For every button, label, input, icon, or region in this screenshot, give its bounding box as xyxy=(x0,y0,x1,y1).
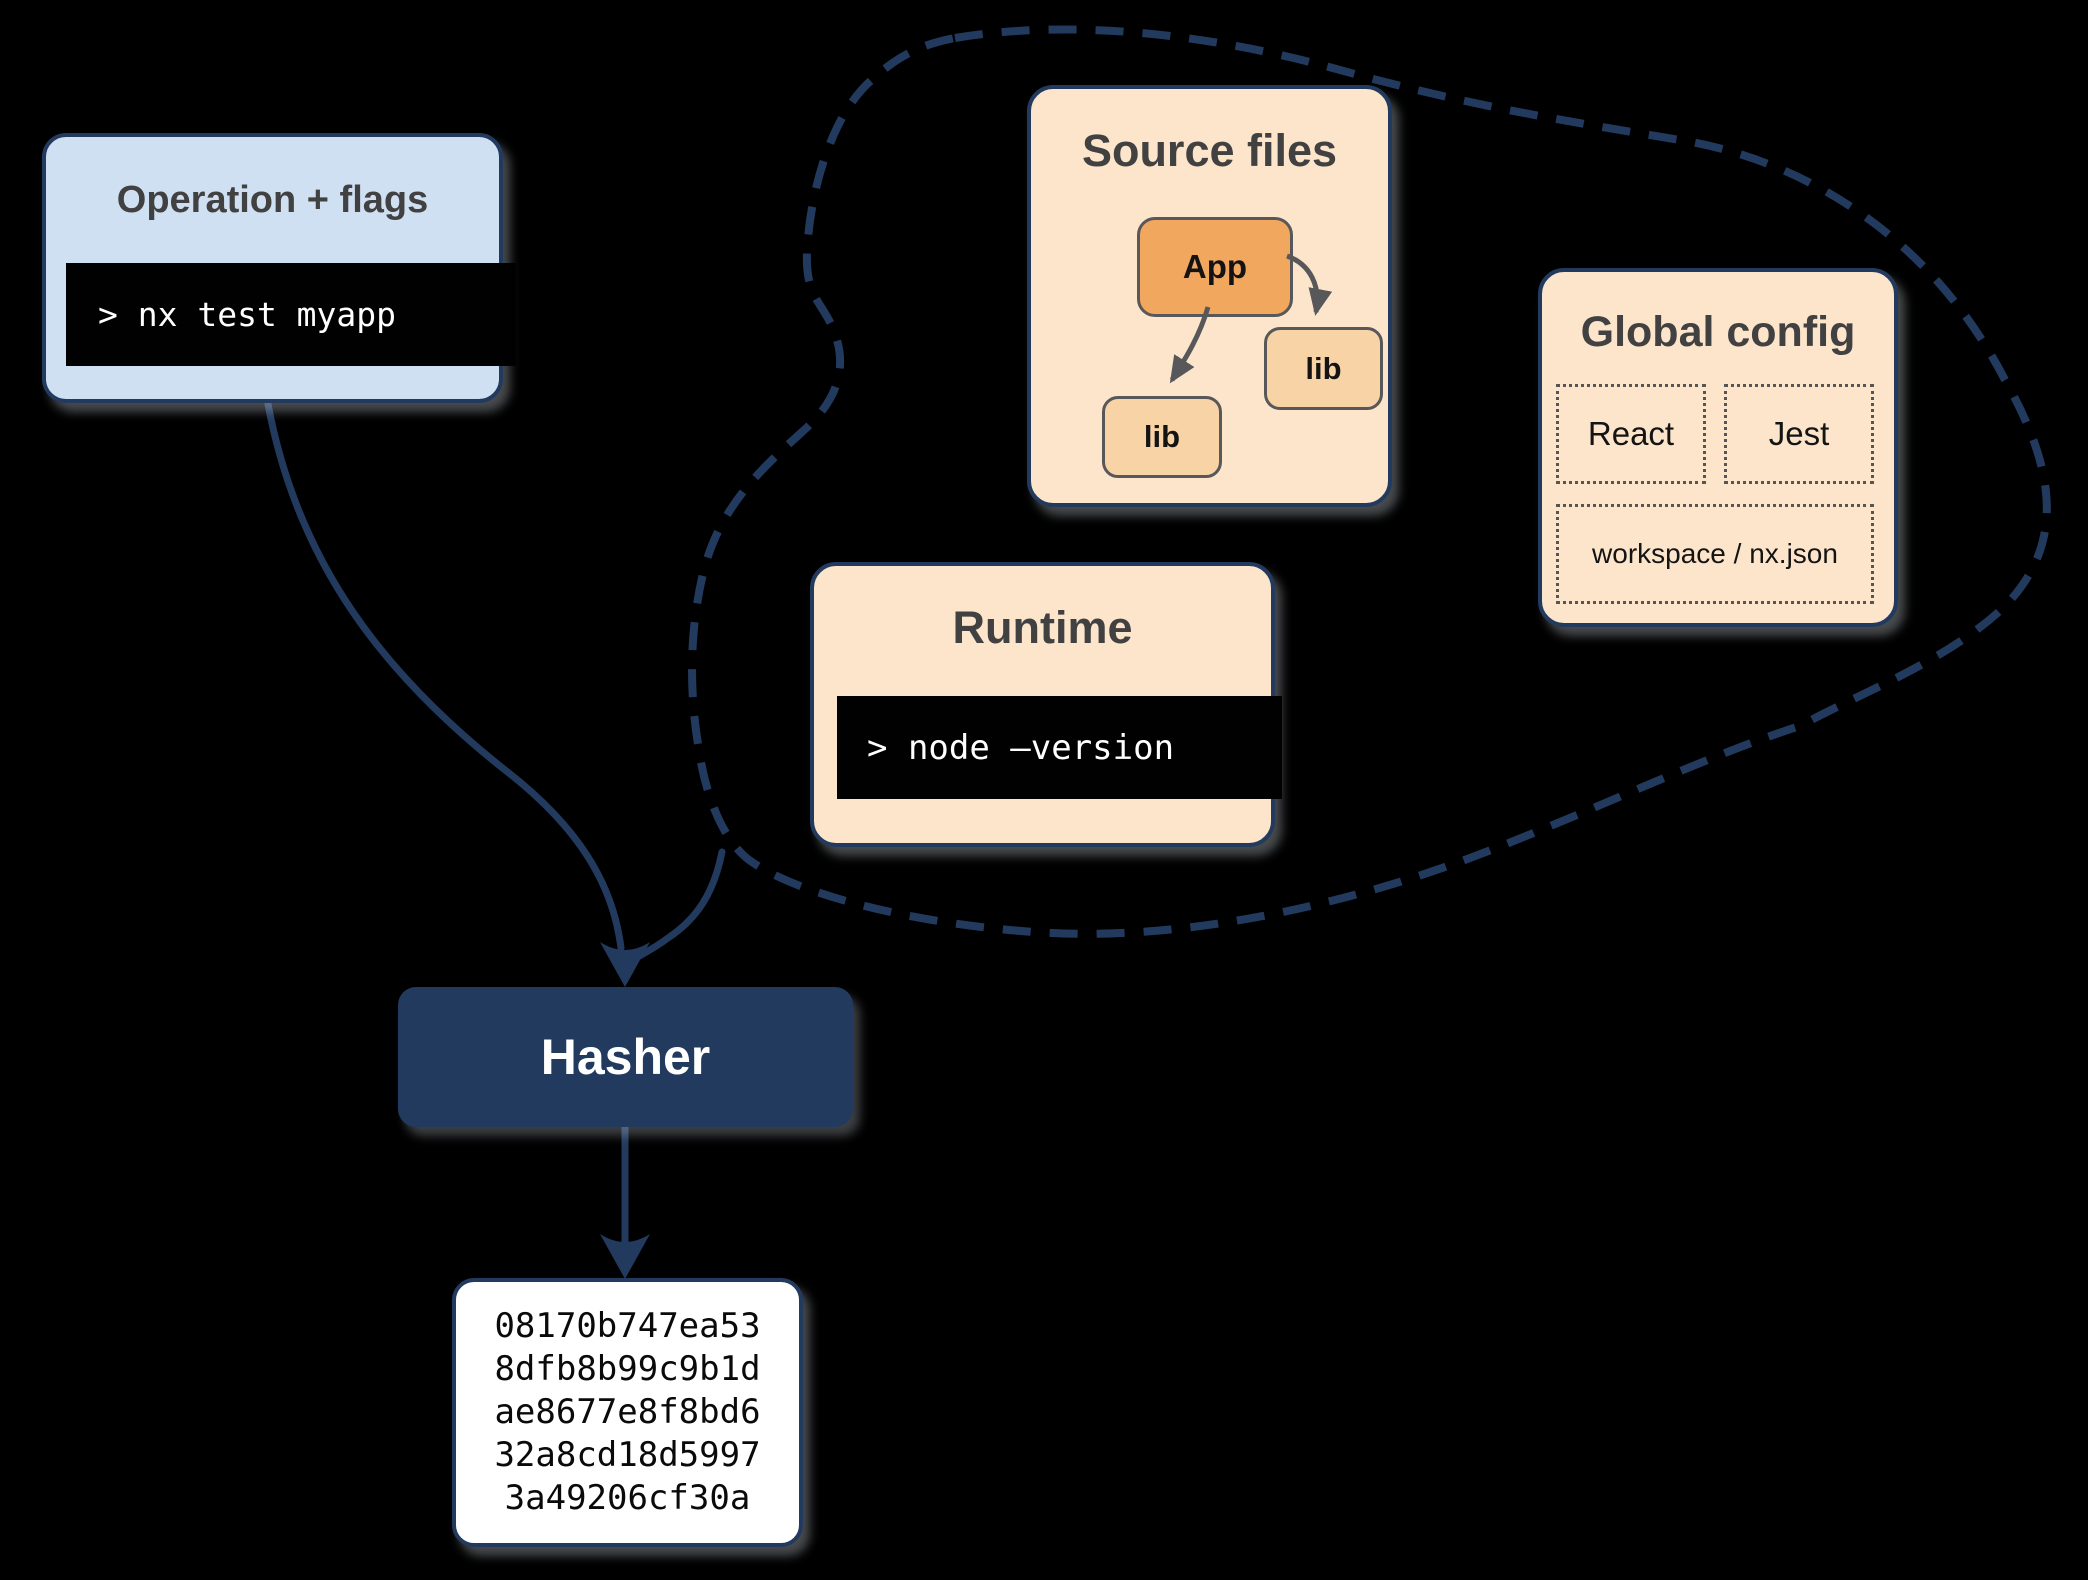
cloud-to-hasher-arrow xyxy=(627,848,726,965)
inputs-cloud-outline xyxy=(688,25,2051,938)
app-node: App xyxy=(1137,217,1293,317)
source-files-box: Source files App lib lib xyxy=(1027,85,1392,507)
source-files-title: Source files xyxy=(1081,125,1338,176)
hash-line: ae8677e8f8bd6 xyxy=(494,1392,761,1432)
lib-node-right-label: lib xyxy=(1305,350,1342,386)
operation-flags-title: Operation + flags xyxy=(116,179,429,221)
hash-line: 32a8cd18d5997 xyxy=(494,1435,761,1475)
runtime-terminal: > node –version xyxy=(837,696,1282,799)
runtime-command-text: > node –version xyxy=(867,727,1175,768)
operation-flags-box: Operation + flags > nx test myapp xyxy=(42,133,516,403)
runtime-title: Runtime xyxy=(952,602,1133,653)
lib-node-left: lib xyxy=(1102,396,1222,478)
global-config-item-workspace: workspace / nx.json xyxy=(1556,504,1874,604)
arrowhead-into-hash-icon xyxy=(600,1234,650,1279)
workspace-label: workspace / nx.json xyxy=(1592,538,1838,569)
hash-output-box: 08170b747ea53 8dfb8b99c9b1d ae8677e8f8bd… xyxy=(452,1278,803,1547)
global-config-title: Global config xyxy=(1580,308,1856,356)
hash-line: 8dfb8b99c9b1d xyxy=(494,1349,761,1389)
jest-label: Jest xyxy=(1768,415,1830,452)
app-node-label: App xyxy=(1182,248,1248,285)
global-config-item-jest: Jest xyxy=(1724,384,1874,484)
operation-to-hasher-arrow xyxy=(264,400,625,952)
lib-node-right: lib xyxy=(1264,327,1383,410)
hash-line: 3a49206cf30a xyxy=(504,1478,751,1518)
global-config-item-react: React xyxy=(1556,384,1706,484)
react-label: React xyxy=(1587,415,1675,452)
operation-terminal: > nx test myapp xyxy=(66,263,516,366)
arrowhead-into-hasher-icon xyxy=(600,942,650,987)
lib-node-left-label: lib xyxy=(1143,419,1181,454)
hasher-box: Hasher xyxy=(398,987,853,1127)
global-config-box: Global config React Jest workspace / nx.… xyxy=(1538,268,1898,627)
runtime-box: Runtime > node –version xyxy=(810,562,1282,847)
hash-line: 08170b747ea53 xyxy=(494,1306,761,1346)
hasher-label: Hasher xyxy=(540,1029,711,1085)
operation-command-text: > nx test myapp xyxy=(98,295,397,334)
